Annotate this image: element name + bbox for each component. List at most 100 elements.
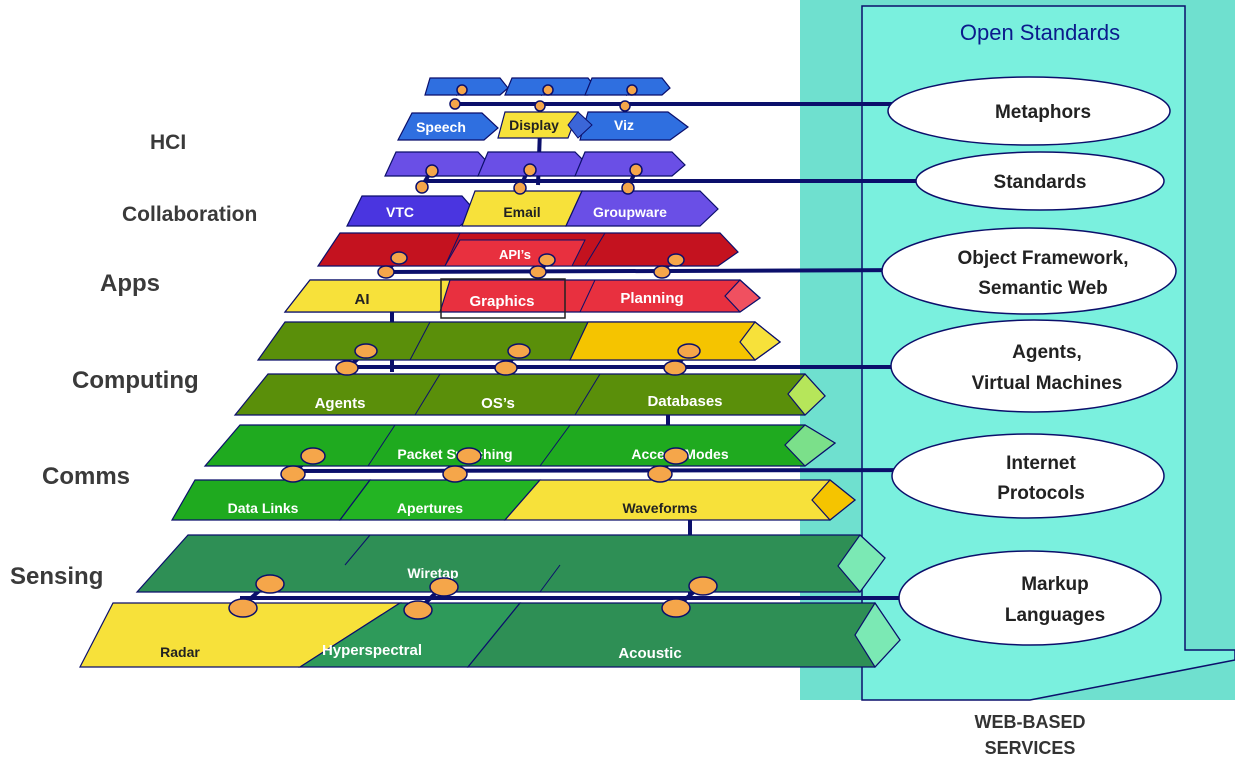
node — [667, 253, 685, 267]
apps-front-cap — [724, 279, 761, 313]
node — [688, 576, 718, 596]
standard-markup-line2: Languages — [1005, 605, 1105, 626]
oval-internet — [891, 433, 1165, 519]
computing-front-cap — [787, 373, 826, 416]
node — [542, 84, 554, 96]
divider — [444, 232, 461, 267]
tile-display-shape — [497, 111, 579, 139]
tile-planning: Planning — [620, 290, 683, 307]
standard-agents-line1: Agents, — [1012, 342, 1082, 363]
tile-radar: Radar — [160, 644, 200, 660]
divider — [409, 321, 431, 361]
node — [621, 181, 635, 195]
layer-computing: Agents OS’s Databases — [233, 321, 826, 416]
layer-label-apps: Apps — [100, 270, 160, 297]
tile-acoustic: Acoustic — [618, 645, 681, 662]
oval-object-framework — [881, 227, 1177, 315]
connector-internet — [289, 468, 941, 473]
node — [390, 251, 408, 265]
divider — [539, 564, 561, 593]
tile-vtc: VTC — [386, 204, 414, 220]
tile-speech-shape — [397, 112, 499, 141]
node — [647, 465, 673, 483]
tile-email: Email — [503, 204, 540, 220]
divider — [574, 373, 601, 416]
oval-agents — [890, 319, 1178, 413]
tile-speech: Speech — [416, 119, 466, 135]
node — [354, 343, 378, 359]
standards-ovals: Metaphors Standards Object Framework, Se… — [881, 76, 1178, 646]
divider — [367, 424, 396, 467]
node — [663, 360, 687, 376]
node — [415, 180, 429, 194]
node — [677, 343, 701, 359]
node — [456, 447, 482, 465]
node — [429, 577, 459, 597]
node — [626, 84, 638, 96]
tile-ai: AI — [355, 291, 370, 308]
node — [507, 343, 531, 359]
oval-standards — [915, 151, 1165, 211]
tile-display: Display — [509, 117, 559, 133]
node — [513, 181, 527, 195]
layer-sensing: Wiretap Radar Hyperspectral Acoustic — [79, 534, 901, 668]
node — [523, 163, 537, 177]
open-standards-title: Open Standards — [960, 20, 1120, 45]
tile-hyperspectral: Hyperspectral — [322, 642, 422, 659]
node — [629, 163, 643, 177]
node — [534, 100, 546, 112]
node — [663, 447, 689, 465]
node — [449, 98, 461, 110]
layer-collaboration: VTC Email Groupware — [346, 151, 719, 227]
connector-nodes — [228, 84, 718, 620]
tile-agents: Agents — [315, 395, 366, 412]
standard-metaphors: Metaphors — [995, 102, 1091, 123]
standard-object-framework-line2: Semantic Web — [978, 278, 1108, 299]
standard-object-framework-line1: Object Framework, — [957, 248, 1128, 269]
tile-wiretap: Wiretap — [407, 565, 458, 581]
tile-oss: OS’s — [481, 395, 515, 412]
standard-agents-line2: Virtual Machines — [972, 373, 1123, 394]
divider — [579, 279, 596, 313]
comms-back-tier — [203, 424, 837, 467]
hci-cap — [567, 111, 593, 139]
standard-standards: Standards — [994, 172, 1087, 193]
node — [661, 598, 691, 618]
layer-label-computing: Computing — [72, 367, 199, 394]
sensing-front-cap — [854, 601, 901, 668]
layer-apps: API’s AI Graphics Planning — [283, 232, 761, 319]
node — [335, 360, 359, 376]
sensing-back-tier — [135, 534, 886, 593]
tile-data-links: Data Links — [228, 500, 299, 516]
node — [228, 598, 258, 618]
standard-internet-line1: Internet — [1006, 453, 1076, 474]
divider — [414, 373, 441, 416]
node — [377, 265, 395, 279]
node — [300, 447, 326, 465]
web-based-services-line1: WEB-BASED — [975, 712, 1086, 732]
oval-markup — [898, 550, 1162, 646]
layer-label-hci: HCI — [150, 131, 186, 154]
sensing-end-cap — [837, 534, 886, 593]
connector-object-framework — [379, 268, 926, 274]
divider — [539, 424, 571, 467]
node — [619, 100, 631, 112]
node — [442, 465, 468, 483]
layer-label-comms: Comms — [42, 463, 130, 490]
web-based-services-line2: SERVICES — [985, 738, 1076, 758]
tile-databases: Databases — [647, 393, 722, 410]
node — [255, 574, 285, 594]
tile-groupware-shape — [565, 190, 719, 227]
tile-packet-switching: Packet Switching — [397, 446, 512, 462]
node — [538, 253, 556, 267]
tile-graphics: Graphics — [469, 293, 534, 310]
tile-viz: Viz — [614, 117, 634, 133]
tile-apertures: Apertures — [397, 500, 463, 516]
layer-label-collaboration: Collaboration — [122, 203, 257, 226]
oval-metaphors — [887, 76, 1171, 146]
layer-hci: Speech Display Viz — [397, 77, 690, 141]
standard-markup-line1: Markup — [1021, 574, 1089, 595]
tile-ai-shape — [283, 279, 451, 313]
tile-groupware: Groupware — [593, 204, 667, 220]
